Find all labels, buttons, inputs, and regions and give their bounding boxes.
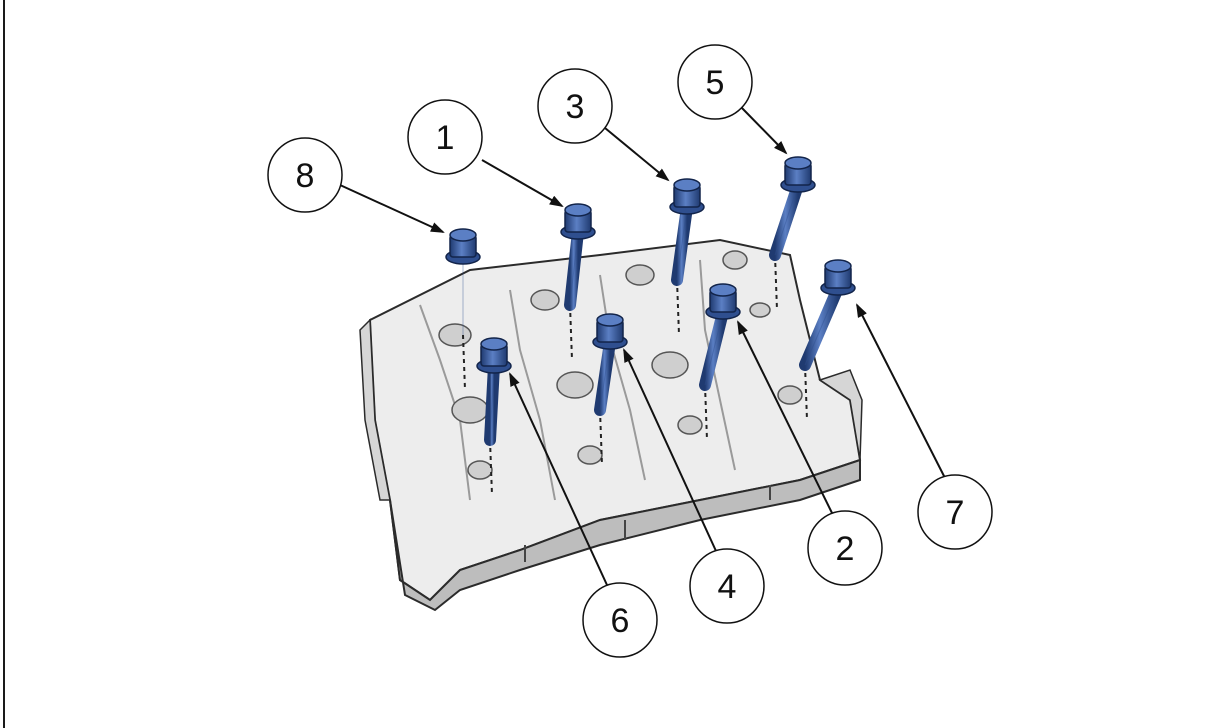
callout-5: 5 xyxy=(677,44,788,155)
bolt-5-hole-guide xyxy=(774,254,778,311)
bolt-7-head-top xyxy=(824,259,852,273)
callout-1-circle xyxy=(407,99,483,175)
bolt-6 xyxy=(476,337,512,496)
bolt-5-shank xyxy=(769,179,804,261)
bolt-1 xyxy=(560,203,596,361)
bolt-2-head-top xyxy=(709,283,737,297)
callout-5-circle xyxy=(677,44,753,120)
bolt-4-shank xyxy=(594,336,616,416)
bolt-2-shank xyxy=(699,306,729,391)
bolt-4-head-top xyxy=(596,313,624,327)
callout-8: 8 xyxy=(267,137,445,233)
callout-4-circle xyxy=(689,548,765,624)
callout-5-leader-arrow xyxy=(739,105,788,155)
callout-3: 3 xyxy=(537,68,670,182)
left-border xyxy=(3,0,5,728)
bolt-4-hole-guide xyxy=(599,409,603,466)
callout-2-leader-arrow xyxy=(737,320,833,514)
callout-4: 4 xyxy=(623,348,765,624)
bolt-2 xyxy=(699,283,741,441)
bolt-3 xyxy=(669,178,705,336)
bolt-8-head-top xyxy=(449,228,477,242)
bolt-5-head-top xyxy=(784,156,812,170)
bolt-1-head-top xyxy=(564,203,592,217)
bolt-5 xyxy=(769,156,816,311)
bolt-7-shank xyxy=(799,282,844,371)
bolts-group xyxy=(445,156,856,496)
bolt-8 xyxy=(445,228,481,391)
callout-8-number: 8 xyxy=(296,157,315,195)
cylinder-head xyxy=(359,238,863,612)
callout-1: 1 xyxy=(407,99,564,207)
callout-5-number: 5 xyxy=(706,64,725,102)
callout-1-number: 1 xyxy=(436,119,455,157)
callout-4-leader-arrow xyxy=(623,348,717,552)
callout-6: 6 xyxy=(509,372,658,658)
bolt-3-shank xyxy=(671,201,693,286)
callout-4-number: 4 xyxy=(718,568,737,606)
callout-6-circle xyxy=(582,582,658,658)
callouts-group: 8 1 3 5 7 2 4 6 xyxy=(267,44,993,658)
bolt-2-hole-guide xyxy=(704,384,708,441)
bolt-3-hole-guide xyxy=(676,279,680,336)
callout-3-leader-arrow xyxy=(604,127,670,182)
callout-3-number: 3 xyxy=(566,88,585,126)
callout-2-circle xyxy=(807,510,883,586)
callout-2: 2 xyxy=(737,320,883,586)
callout-3-circle xyxy=(537,68,613,144)
callout-6-number: 6 xyxy=(611,602,630,640)
callout-7: 7 xyxy=(856,303,993,550)
bolt-1-hole-guide xyxy=(569,304,573,361)
bolt-7 xyxy=(799,259,856,421)
callout-7-circle xyxy=(917,474,993,550)
bolt-1-shank xyxy=(564,226,584,311)
bolt-8-hole-guide xyxy=(462,334,466,391)
callout-6-leader-arrow xyxy=(509,372,608,586)
bolt-7-hole-guide xyxy=(804,364,808,421)
bolt-3-head-top xyxy=(673,178,701,192)
callout-8-leader-arrow xyxy=(339,184,445,233)
callout-7-number: 7 xyxy=(946,494,965,532)
callout-7-leader-arrow xyxy=(856,303,946,479)
callout-2-number: 2 xyxy=(836,530,855,568)
callout-8-circle xyxy=(267,137,343,213)
bolt-6-hole-guide xyxy=(489,439,493,496)
bolt-6-shank xyxy=(484,360,500,446)
bolt-6-head-top xyxy=(480,337,508,351)
bolt-4 xyxy=(592,313,628,466)
callout-1-leader-arrow xyxy=(481,159,564,207)
